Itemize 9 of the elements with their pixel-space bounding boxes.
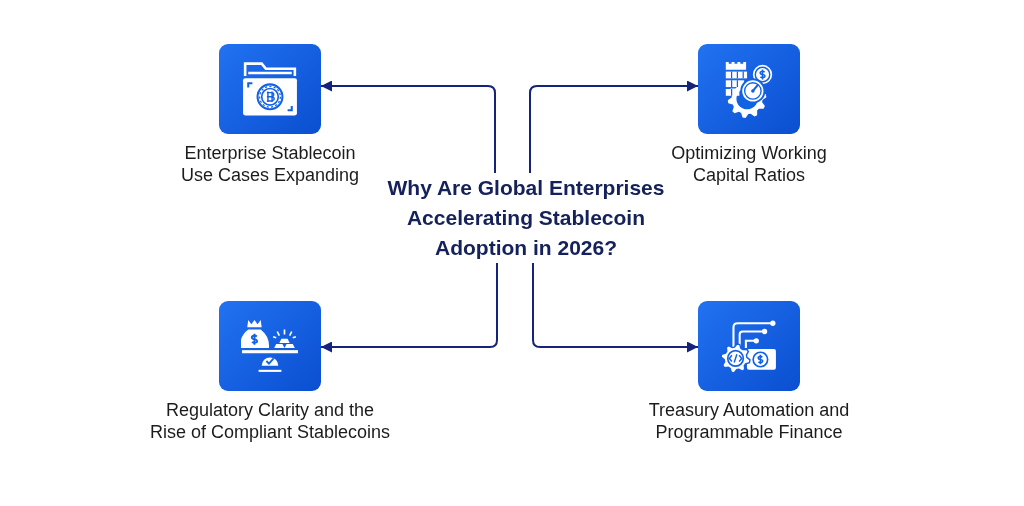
question-heading: Why Are Global Enterprises Accelerating Stablecoin Adoption in 2026? bbox=[386, 175, 666, 261]
arrow bbox=[529, 80, 699, 174]
tile-caption: Treasury Automation and Programmable Finance bbox=[647, 399, 851, 443]
tile-caption: Optimizing Working Capital Ratios bbox=[670, 142, 828, 186]
arrow bbox=[532, 262, 699, 353]
tile-caption: Regulatory Clarity and the Rise of Compliant Stablecoins bbox=[148, 399, 392, 443]
tile-caption: Enterprise Stablecoin Use Cases Expanding bbox=[179, 142, 361, 186]
arrow bbox=[320, 80, 496, 174]
arrow bbox=[320, 262, 498, 353]
